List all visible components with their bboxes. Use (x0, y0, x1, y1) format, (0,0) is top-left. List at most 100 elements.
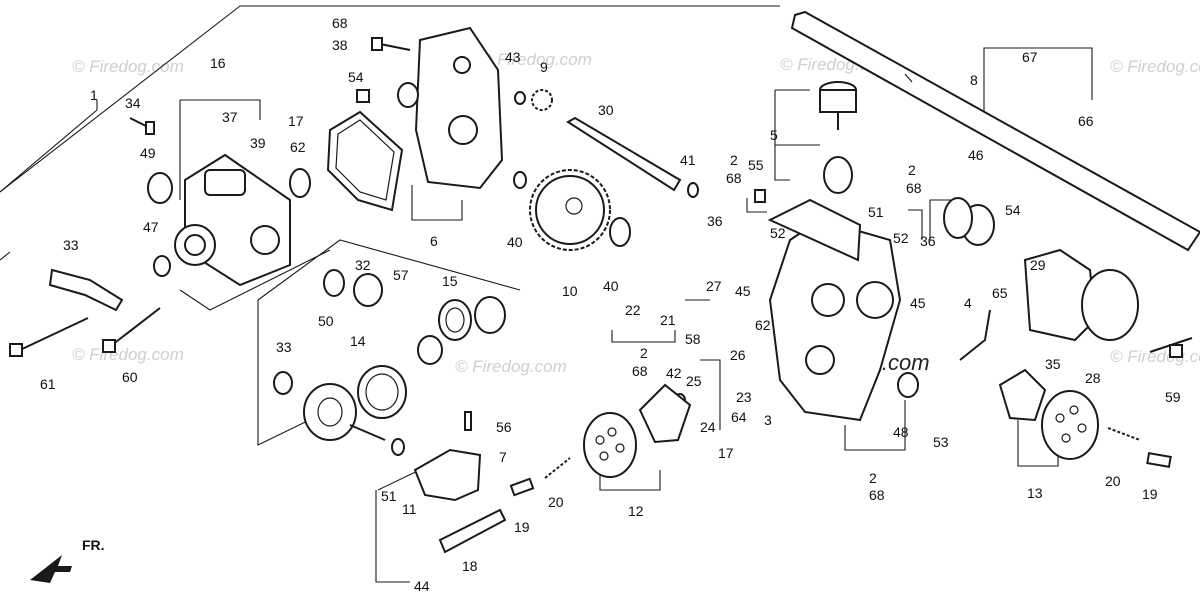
part-label: 39 (250, 135, 266, 151)
part-label: 42 (666, 365, 682, 381)
bolts (9, 37, 1193, 358)
part-label: 45 (910, 295, 926, 311)
drive-assembly-14 (303, 383, 482, 502)
part-label: 64 (731, 409, 747, 425)
gear-case-16 (174, 153, 291, 287)
part-label: 7 (499, 449, 507, 465)
part-label: 33 (276, 339, 292, 355)
watermark: © Firedog.com (480, 50, 592, 69)
part-label: 48 (893, 424, 909, 440)
part-label: 68 (726, 170, 742, 186)
shaft-67 (790, 10, 1200, 252)
part-label: 62 (755, 317, 771, 333)
part-label: 56 (496, 419, 512, 435)
shaft-18 (438, 508, 507, 554)
direction-indicator: FR. (30, 537, 105, 583)
part-label: 25 (686, 373, 702, 389)
part-label: 4 (964, 295, 972, 311)
part-label: 20 (548, 494, 564, 510)
part-label: 15 (442, 273, 458, 289)
direction-label: FR. (82, 537, 105, 553)
gear-9 (531, 89, 553, 111)
part-label: 53 (933, 434, 949, 450)
part-label: 37 (222, 109, 238, 125)
part-label: 24 (700, 419, 716, 435)
part-label: 52 (893, 230, 909, 246)
part-label: 54 (348, 69, 364, 85)
part-label: 44 (414, 578, 430, 594)
part-label: 1 (90, 87, 98, 103)
part-label: 18 (462, 558, 478, 574)
watermark: © Firedog.com (1110, 57, 1200, 76)
part-label: 40 (603, 278, 619, 294)
part-label: 68 (632, 363, 648, 379)
part-label: 43 (505, 49, 521, 65)
part-label: 62 (290, 139, 306, 155)
part-label: 60 (122, 369, 138, 385)
part-label: 55 (748, 157, 764, 173)
part-label: 41 (680, 152, 696, 168)
knob-5 (819, 81, 857, 194)
part-label: 52 (770, 225, 786, 241)
part-label: 59 (1165, 389, 1181, 405)
springs (544, 427, 1141, 479)
part-label: 17 (718, 445, 734, 461)
part-label: 11 (402, 501, 417, 517)
gasket-17 (326, 110, 404, 212)
part-label: 57 (393, 267, 409, 283)
part-label: 5 (770, 127, 778, 143)
lever-33 (48, 268, 124, 312)
part-label: 50 (318, 313, 334, 329)
part-label: 68 (906, 180, 922, 196)
part-label: 67 (1022, 49, 1038, 65)
watermark: © Firedog.com (72, 57, 184, 76)
part-label: 38 (332, 37, 348, 53)
part-label: 17 (288, 113, 304, 129)
part-label: 33 (63, 237, 79, 253)
part-label: 2 (908, 162, 916, 178)
gear-10 (529, 169, 611, 251)
part-label: 3 (764, 412, 772, 428)
part-label: 20 (1105, 473, 1121, 489)
part-label: 16 (210, 55, 226, 71)
part-label: 22 (625, 302, 641, 318)
housing-28 (1023, 248, 1139, 342)
part-label: 40 (507, 234, 523, 250)
part-label: 14 (350, 333, 366, 349)
part-label: 6 (430, 233, 438, 249)
part-label: 47 (143, 219, 159, 235)
part-label: 65 (992, 285, 1008, 301)
part-label: 2 (869, 470, 877, 486)
transmission-case-3 (767, 198, 902, 422)
part-label: 45 (735, 283, 751, 299)
direction-arrow-icon (30, 555, 72, 583)
part-label: 2 (730, 152, 738, 168)
part-label: 61 (40, 376, 56, 392)
cover-6 (414, 26, 504, 190)
bracket-4 (959, 309, 991, 361)
part-label: 27 (706, 278, 722, 294)
part-label: 66 (1078, 113, 1094, 129)
pins (356, 89, 1172, 497)
part-label: 51 (381, 488, 397, 504)
part-label: 58 (685, 331, 701, 347)
part-label: 12 (628, 503, 644, 519)
plate-22 (638, 383, 692, 444)
part-label: 35 (1045, 356, 1061, 372)
part-label: 68 (869, 487, 885, 503)
part-label: 29 (1030, 257, 1046, 273)
plate-13 (998, 368, 1047, 422)
part-label: 23 (736, 389, 752, 405)
part-label: 68 (332, 15, 348, 31)
rotor-12 (583, 412, 637, 478)
part-label: 30 (598, 102, 614, 118)
rings-and-seals (147, 82, 995, 456)
part-label: 32 (355, 257, 371, 273)
part-label: 36 (707, 213, 723, 229)
part-label: 21 (660, 312, 676, 328)
watermark: © Firedog.com (72, 345, 184, 364)
bearings (357, 299, 472, 419)
part-label: 28 (1085, 370, 1101, 386)
